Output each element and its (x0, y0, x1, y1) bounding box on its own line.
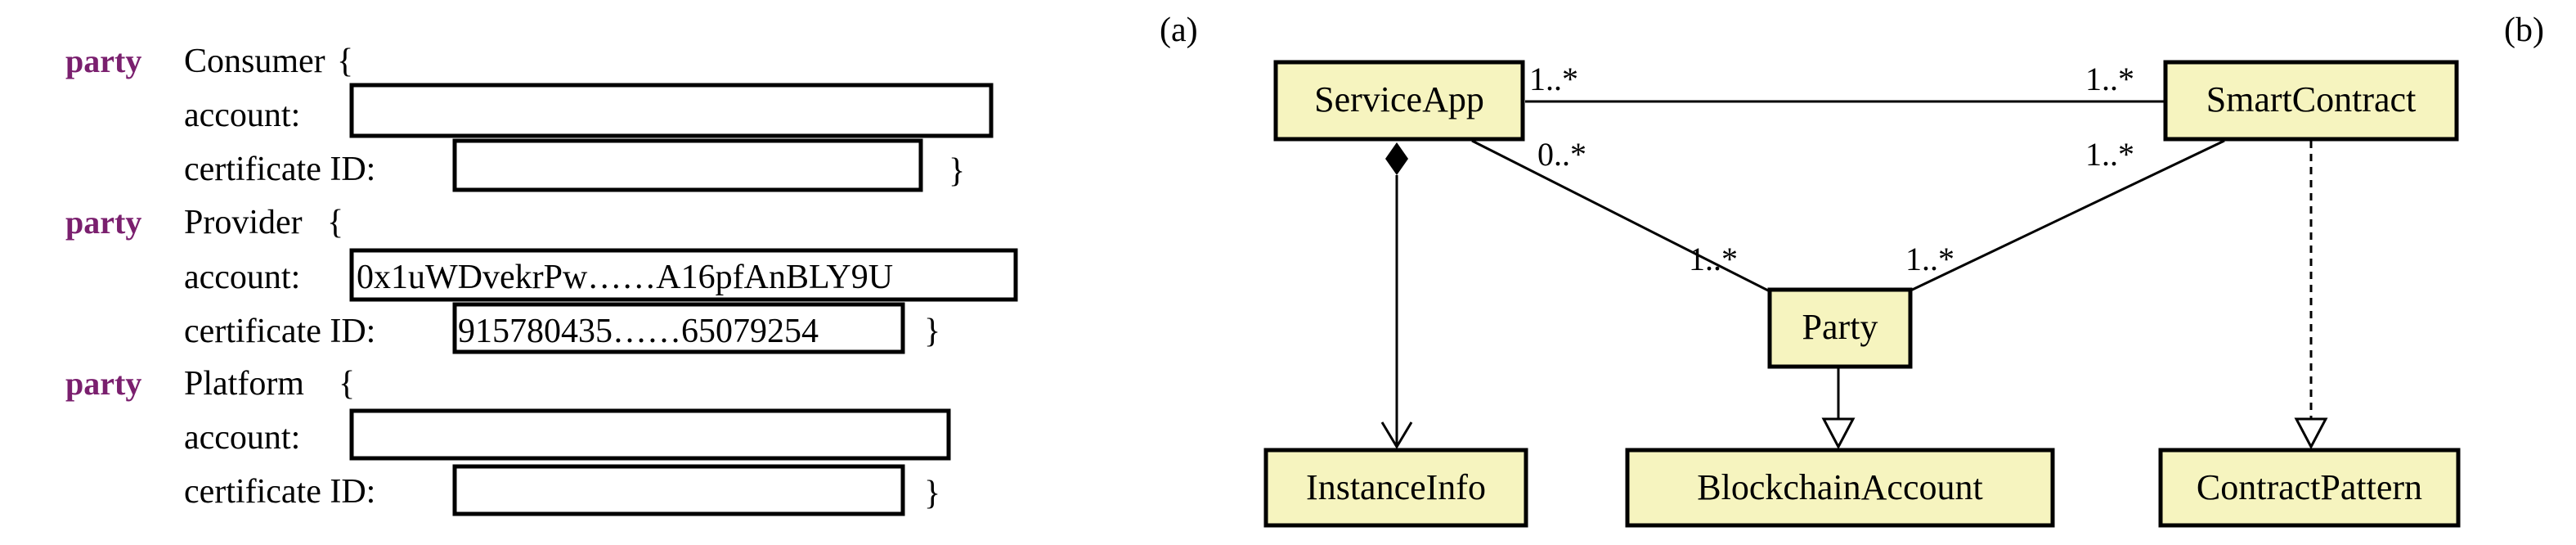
class-instanceinfo[interactable]: InstanceInfo (1263, 448, 1528, 528)
account-label: account: (184, 259, 300, 296)
close-brace: } (949, 152, 965, 190)
party-keyword: party (65, 43, 141, 79)
open-brace: { (327, 204, 343, 241)
association-line-smartcontract-party (1905, 139, 2225, 295)
class-name: Party (1802, 307, 1878, 347)
account-field[interactable] (349, 83, 994, 138)
account-field[interactable] (349, 248, 1018, 302)
code-panel: party Consumer { account: certificate ID… (65, 43, 1018, 516)
class-name: ServiceApp (1314, 79, 1484, 119)
open-brace: { (337, 43, 353, 80)
certificate-field[interactable] (452, 464, 905, 516)
composition-diamond-icon (1385, 142, 1408, 175)
certificate-value: 915780435……65079254 (458, 313, 819, 350)
association-line-serviceapp-party (1471, 139, 1774, 295)
class-contractpattern[interactable]: ContractPattern (2158, 448, 2461, 528)
class-name: SmartContract (2206, 79, 2417, 119)
certificate-label: certificate ID: (184, 313, 375, 350)
class-box (1767, 287, 1913, 369)
party-name: Provider (184, 204, 303, 241)
certificate-field[interactable] (452, 302, 905, 354)
class-box (2163, 60, 2459, 142)
class-box (2158, 448, 2461, 528)
close-brace: } (924, 475, 940, 512)
class-box (1263, 448, 1528, 528)
account-field[interactable] (349, 408, 951, 461)
class-name: BlockchainAccount (1697, 467, 1982, 507)
certificate-label: certificate ID: (184, 473, 375, 511)
party-provider-block: party Provider { account: 0x1uWDvekrPw……… (65, 204, 1018, 354)
party-keyword: party (65, 204, 141, 241)
class-serviceapp[interactable]: ServiceApp (1273, 60, 1525, 142)
realization-triangle-icon (2294, 417, 2328, 450)
multiplicity-label: 1..* (1905, 241, 1954, 277)
class-party[interactable]: Party (1767, 287, 1913, 369)
account-label: account: (184, 419, 300, 457)
party-name: Consumer (184, 43, 325, 80)
open-brace: { (339, 365, 355, 403)
certificate-field[interactable] (452, 138, 923, 192)
arrow-head-icon (1380, 421, 1413, 449)
multiplicity-label: 0..* (1537, 136, 1586, 173)
account-value: 0x1uWDvekrPw……A16pfAnBLY9U (357, 259, 893, 296)
class-name: ContractPattern (2197, 467, 2422, 507)
class-blockchainaccount[interactable]: BlockchainAccount (1625, 448, 2055, 528)
panel-label-a: (a) (1160, 11, 1198, 49)
class-box (1625, 448, 2055, 528)
multiplicity-label: 1..* (2085, 61, 2134, 97)
multiplicity-label: 1..* (1689, 241, 1738, 277)
close-brace: } (924, 313, 940, 350)
party-keyword: party (65, 365, 141, 402)
class-name: InstanceInfo (1306, 467, 1486, 507)
account-label: account: (184, 97, 300, 134)
multiplicity-label: 1..* (1529, 61, 1578, 97)
party-name: Platform (184, 365, 304, 403)
party-platform-block: party Platform { account: certificate ID… (65, 365, 951, 516)
panel-label-b: (b) (2504, 11, 2544, 49)
class-box (1273, 60, 1525, 142)
uml-diagram: ServiceApp SmartContract Party InstanceI… (1263, 60, 2461, 528)
certificate-label: certificate ID: (184, 151, 375, 188)
multiplicity-label: 1..* (2085, 136, 2134, 173)
class-smartcontract[interactable]: SmartContract (2163, 60, 2459, 142)
party-consumer-block: party Consumer { account: certificate ID… (65, 43, 994, 192)
generalization-triangle-icon (1821, 417, 1856, 450)
